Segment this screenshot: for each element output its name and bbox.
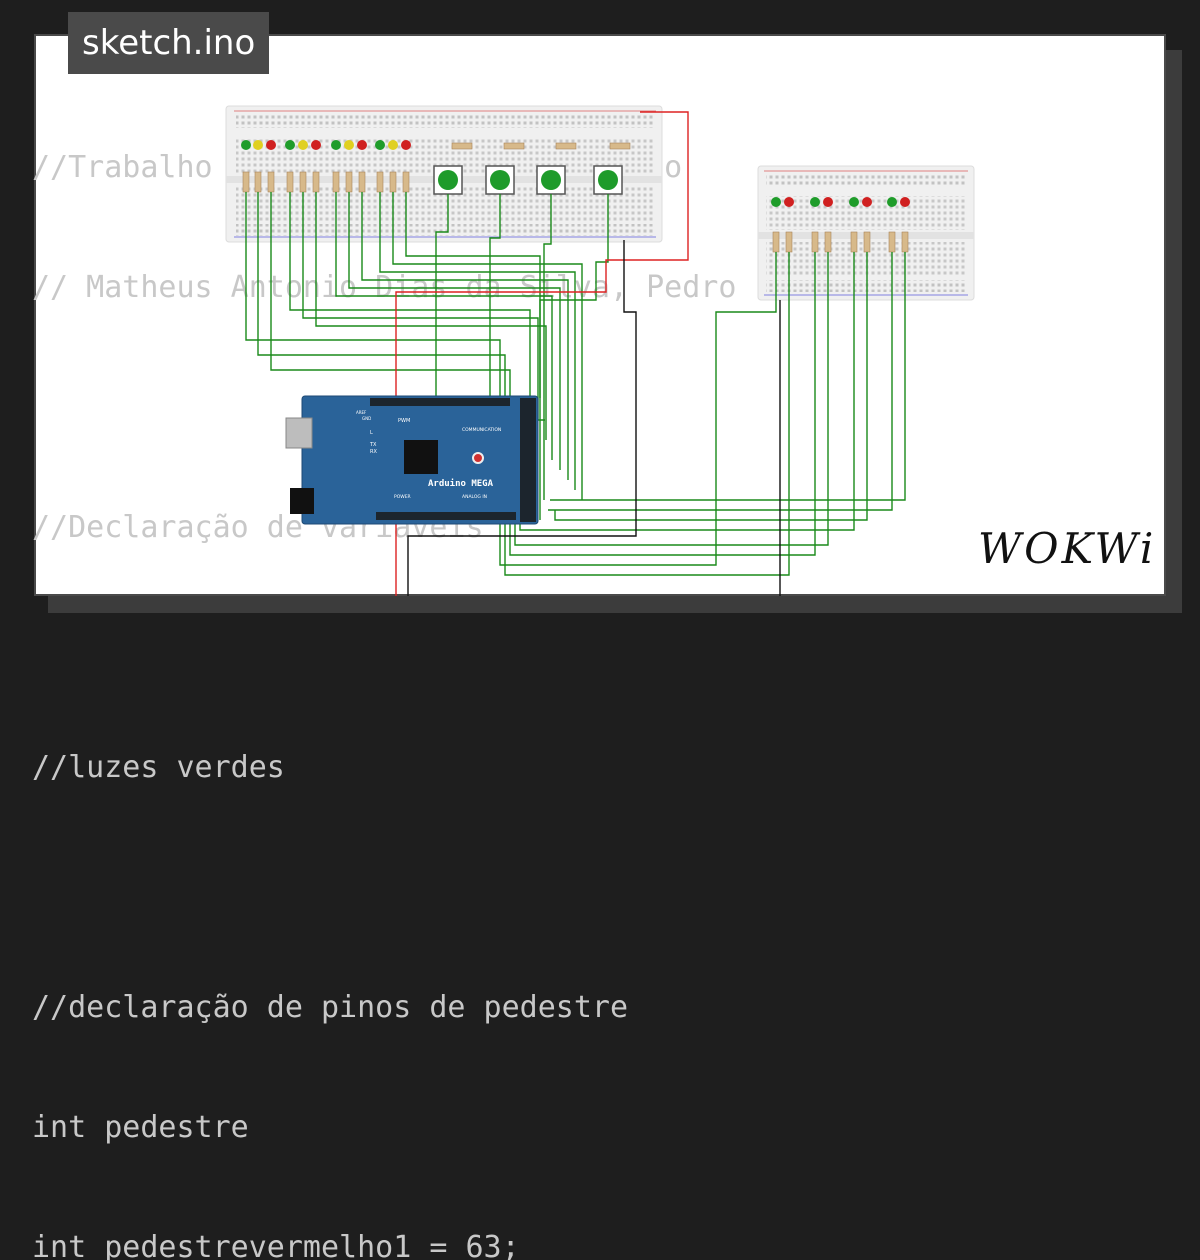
code-line xyxy=(32,868,736,908)
sketch-title: sketch.ino xyxy=(68,12,270,74)
code-line: int pedestrevermelho1 = 63; xyxy=(32,1230,520,1260)
code-line: int pedestre xyxy=(32,1110,249,1145)
code-line: //luzes verdes xyxy=(32,750,285,785)
code-line: // Matheus Antonio Dias da Silva, Pedro xyxy=(32,270,737,305)
power-label: POWER xyxy=(394,494,411,500)
wire-power xyxy=(395,111,689,596)
usb-port-icon xyxy=(285,417,313,449)
traffic-light-1 xyxy=(241,140,276,150)
pwm-label: PWM xyxy=(398,418,410,424)
traffic-light-3 xyxy=(331,140,367,150)
traffic-light-2 xyxy=(285,140,321,150)
code-line xyxy=(32,628,736,668)
communication-label: COMMUNICATION xyxy=(462,427,501,433)
analog-in-label: ANALOG IN xyxy=(462,494,487,500)
wires-ground xyxy=(407,240,781,596)
arduino-mega-board: Arduino MEGA PWM COMMUNICATION POWER ANA… xyxy=(285,395,539,525)
pedestrian-button-4 xyxy=(593,165,623,195)
rx-label: RX xyxy=(370,449,377,455)
pedestrian-button-2 xyxy=(485,165,515,195)
l-label: L xyxy=(370,430,373,436)
circuit-diagram: Arduino MEGA PWM COMMUNICATION POWER ANA… xyxy=(225,105,975,596)
board-label: Arduino MEGA xyxy=(428,478,494,489)
chip-icon xyxy=(404,440,438,474)
wires-green xyxy=(245,192,906,576)
power-jack-icon xyxy=(290,488,314,514)
wokwi-logo: WOKWi xyxy=(978,524,1157,573)
reset-button-icon xyxy=(472,452,484,464)
pedestrian-button-3 xyxy=(536,165,566,195)
traffic-light-4 xyxy=(375,140,411,150)
pedestrian-lights xyxy=(771,197,910,207)
gnd-label: GND xyxy=(362,416,371,421)
aref-label: AREF xyxy=(356,410,367,415)
resistors-main xyxy=(242,142,631,193)
pedestrian-button-1 xyxy=(433,165,463,195)
tx-label: TX xyxy=(369,442,377,448)
code-line: //declaração de pinos de pedestre xyxy=(32,990,629,1025)
